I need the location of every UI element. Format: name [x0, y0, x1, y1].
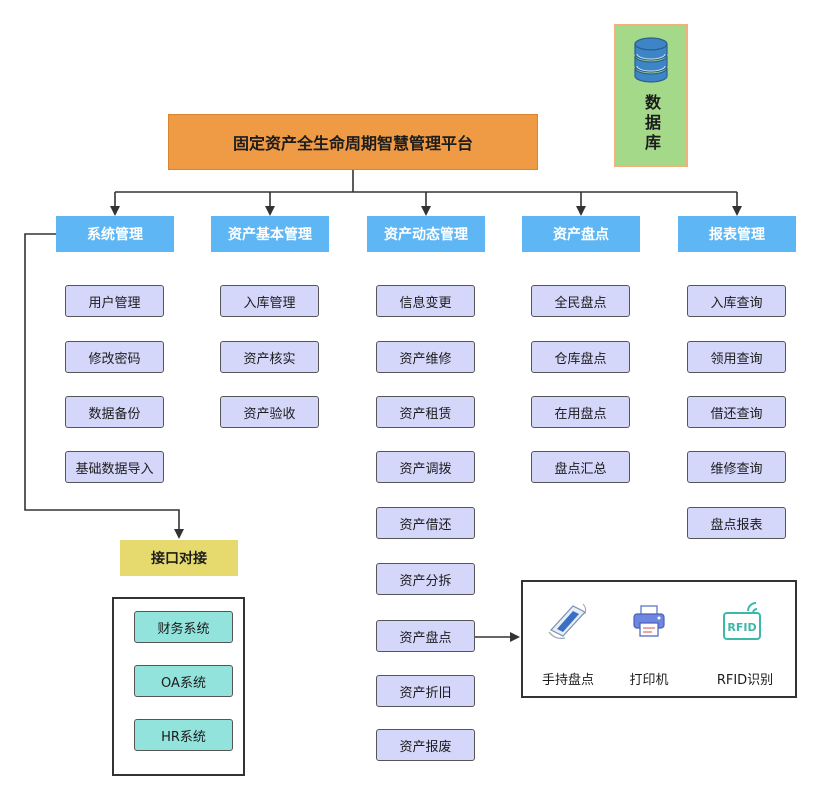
item-inventory-report: 盘点报表: [687, 507, 786, 539]
printer-icon: [633, 605, 665, 637]
item-repair-query: 维修查询: [687, 451, 786, 483]
item-asset-repair: 资产维修: [376, 341, 475, 373]
device-printer-label: 打印机: [629, 673, 669, 688]
item-asset-scrap: 资产报废: [376, 729, 475, 761]
category-asset-dynamic-management: 资产动态管理: [367, 216, 485, 252]
item-data-backup: 数据备份: [65, 396, 164, 428]
item-warehouse-inventory: 仓库盘点: [531, 341, 630, 373]
category-system-management: 系统管理: [56, 216, 174, 252]
item-asset-verification: 资产核实: [220, 341, 319, 373]
item-stock-in-query: 入库查询: [687, 285, 786, 317]
item-asset-lease: 资产租赁: [376, 396, 475, 428]
item-asset-inventory-check: 资产盘点: [376, 620, 475, 652]
system-finance: 财务系统: [134, 611, 233, 643]
item-stock-in-management: 入库管理: [220, 285, 319, 317]
device-handheld-label: 手持盘点: [541, 673, 594, 688]
database-icon: [634, 37, 668, 83]
database-label: 数据库: [642, 94, 661, 154]
item-requisition-query: 领用查询: [687, 341, 786, 373]
item-asset-depreciation: 资产折旧: [376, 675, 475, 707]
category-asset-inventory: 资产盘点: [522, 216, 640, 252]
system-oa: OA系统: [134, 665, 233, 697]
item-asset-borrow-return: 资产借还: [376, 507, 475, 539]
category-asset-basic-management: 资产基本管理: [211, 216, 329, 252]
item-full-inventory: 全民盘点: [531, 285, 630, 317]
interface-title: 接口对接: [120, 540, 238, 576]
item-base-data-import: 基础数据导入: [65, 451, 164, 483]
item-user-management: 用户管理: [65, 285, 164, 317]
database-box: 数据库: [614, 24, 688, 167]
item-asset-split: 资产分拆: [376, 563, 475, 595]
item-in-use-inventory: 在用盘点: [531, 396, 630, 428]
category-report-management: 报表管理: [678, 216, 796, 252]
interface-systems-frame: [112, 597, 245, 776]
rfid-icon: RFID: [723, 602, 761, 640]
item-change-password: 修改密码: [65, 341, 164, 373]
platform-title: 固定资产全生命周期智慧管理平台: [168, 114, 538, 170]
item-asset-transfer: 资产调拨: [376, 451, 475, 483]
device-rfid-label: RFID识别: [716, 673, 774, 688]
system-hr: HR系统: [134, 719, 233, 751]
arrow-to-interface: [24, 233, 184, 539]
item-inventory-summary: 盘点汇总: [531, 451, 630, 483]
handheld-scanner-icon: [548, 603, 587, 639]
devices-frame: [521, 580, 797, 698]
item-borrow-return-query: 借还查询: [687, 396, 786, 428]
item-info-change: 信息变更: [376, 285, 475, 317]
svg-text:RFID: RFID: [727, 621, 756, 634]
item-asset-acceptance: 资产验收: [220, 396, 319, 428]
